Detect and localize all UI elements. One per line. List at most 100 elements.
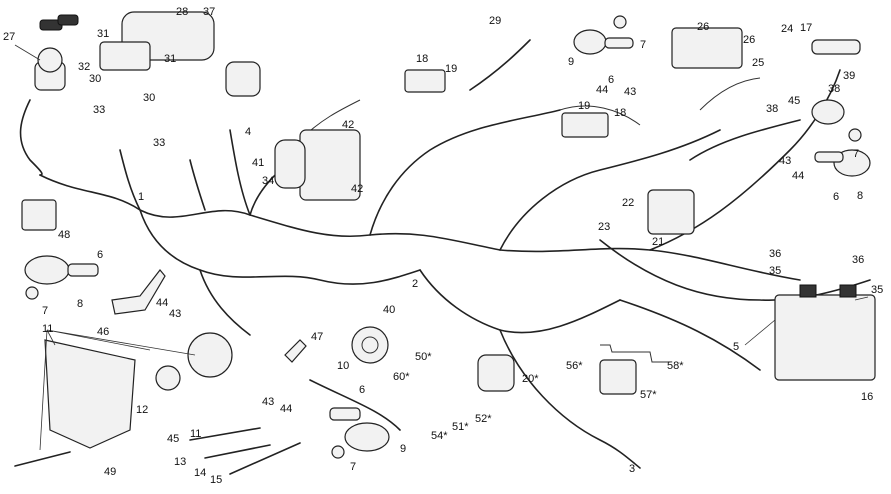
label-39: 39 <box>843 70 855 82</box>
headlight <box>44 332 233 449</box>
label-35b: 35 <box>871 284 883 296</box>
label-19a: 19 <box>445 63 457 75</box>
label-8a: 8 <box>77 298 83 310</box>
leader-lines <box>14 44 869 451</box>
front-right-indicator <box>814 149 871 177</box>
label-43c: 43 <box>624 86 636 98</box>
label-24: 24 <box>781 23 793 35</box>
front-left-indicator <box>24 255 99 285</box>
label-41: 41 <box>252 157 264 169</box>
label-51: 51* <box>452 421 469 433</box>
label-18b: 18 <box>614 107 626 119</box>
label-31a: 31 <box>97 28 109 40</box>
label-5: 5 <box>733 341 739 353</box>
label-49: 49 <box>104 466 116 478</box>
label-36a: 36 <box>769 248 781 260</box>
label-56: 56* <box>566 360 583 372</box>
label-10: 10 <box>337 360 349 372</box>
instrument-panel <box>99 11 215 71</box>
label-29: 29 <box>489 15 501 27</box>
label-44d: 44 <box>792 170 804 182</box>
label-9a: 9 <box>568 56 574 68</box>
label-16: 16 <box>861 391 873 403</box>
rear-left-indicator <box>573 29 634 55</box>
label-40: 40 <box>383 304 395 316</box>
label-11b: 11 <box>190 428 201 440</box>
label-44a: 44 <box>156 297 168 309</box>
label-3: 3 <box>629 463 635 475</box>
coil <box>477 354 637 395</box>
label-2: 2 <box>412 278 418 290</box>
label-22: 22 <box>622 197 634 209</box>
bracket-56 <box>600 344 670 363</box>
label-37: 37 <box>203 6 215 18</box>
handlebar-switch <box>225 61 261 97</box>
label-12: 12 <box>136 404 148 416</box>
label-6d: 6 <box>833 191 839 203</box>
label-35a: 35 <box>769 265 781 277</box>
ignition-switch <box>34 14 79 91</box>
label-28: 28 <box>176 6 188 18</box>
label-54: 54* <box>431 430 448 442</box>
label-26a: 26 <box>697 21 709 33</box>
label-15: 15 <box>210 474 222 486</box>
label-47: 47 <box>311 331 323 343</box>
small-bulbs <box>25 15 862 459</box>
label-21: 21 <box>652 236 664 248</box>
label-27: 27 <box>3 31 15 43</box>
label-30b: 30 <box>143 92 155 104</box>
label-60: 60* <box>393 371 410 383</box>
battery <box>774 284 876 381</box>
label-38b: 38 <box>766 103 778 115</box>
label-26b: 26 <box>743 34 755 46</box>
label-1: 1 <box>138 191 144 203</box>
label-13: 13 <box>174 456 186 468</box>
label-42a: 42 <box>342 119 354 131</box>
rear-light-unit <box>811 39 861 55</box>
label-42b: 42 <box>351 183 363 195</box>
label-52: 52* <box>475 413 492 425</box>
label-50: 50* <box>415 351 432 363</box>
label-36b: 36 <box>852 254 864 266</box>
label-30a: 30 <box>89 73 101 85</box>
label-34: 34 <box>262 175 274 187</box>
label-14: 14 <box>194 467 206 479</box>
cable-ties <box>14 427 301 475</box>
label-7d: 7 <box>853 148 859 160</box>
label-17: 17 <box>800 22 812 34</box>
relay-block <box>404 69 609 138</box>
connector-48 <box>21 199 57 231</box>
label-45a: 45 <box>167 433 179 445</box>
label-23: 23 <box>598 221 610 233</box>
label-4: 4 <box>245 126 251 138</box>
label-45b: 45 <box>788 95 800 107</box>
label-43d: 43 <box>779 155 791 167</box>
label-58: 58* <box>667 360 684 372</box>
rear-right-indicator <box>329 407 390 452</box>
bracket-46 <box>111 269 166 315</box>
label-18a: 18 <box>416 53 428 65</box>
label-31b: 31 <box>164 53 176 65</box>
label-43a: 43 <box>169 308 181 320</box>
regulator <box>671 27 743 69</box>
label-38a: 38 <box>828 83 840 95</box>
label-6a: 6 <box>97 249 103 261</box>
label-33b: 33 <box>153 137 165 149</box>
label-6b: 6 <box>359 384 365 396</box>
label-7b: 7 <box>350 461 356 473</box>
number-plate-light <box>811 99 845 125</box>
label-25: 25 <box>752 57 764 69</box>
label-46: 46 <box>97 326 109 338</box>
label-44c: 44 <box>596 84 608 96</box>
label-48: 48 <box>58 229 70 241</box>
cdi-unit <box>274 129 361 201</box>
label-32: 32 <box>78 61 90 73</box>
label-43b: 43 <box>262 396 274 408</box>
label-19b: 19 <box>578 100 590 112</box>
label-44b: 44 <box>280 403 292 415</box>
label-7a: 7 <box>42 305 48 317</box>
label-33a: 33 <box>93 104 105 116</box>
label-9b: 9 <box>400 443 406 455</box>
label-8b: 8 <box>857 190 863 202</box>
